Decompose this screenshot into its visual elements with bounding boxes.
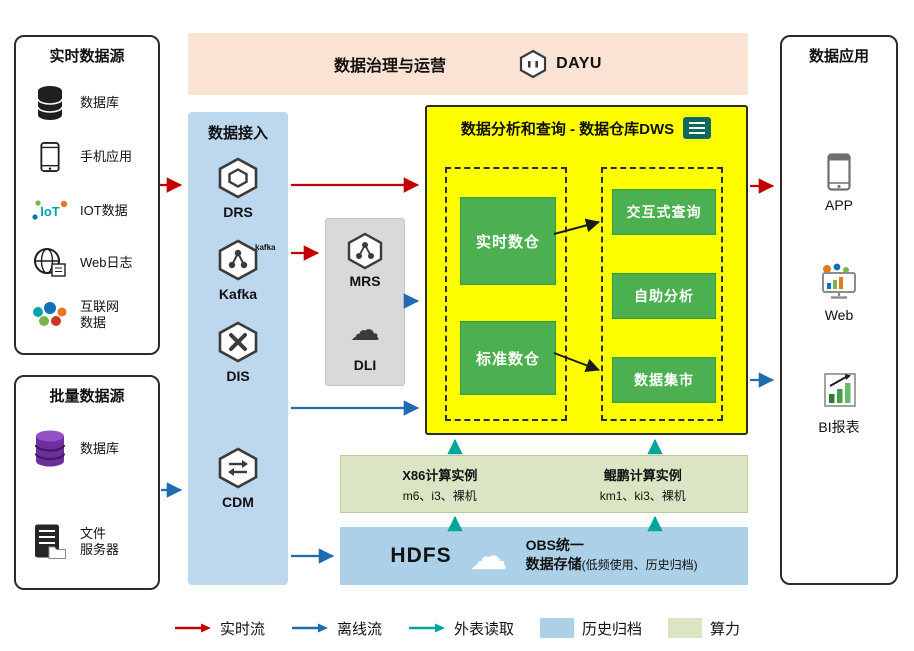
database-icon	[28, 84, 72, 122]
list-item: IoT IOT数据	[28, 189, 152, 233]
dws-title-row: 数据分析和查询 - 数据仓库DWS	[427, 116, 746, 140]
bi-report-icon	[782, 371, 896, 409]
source-label: 文件 服务器	[80, 525, 120, 557]
source-label: 数据库	[80, 440, 120, 456]
applications-title: 数据应用	[808, 48, 869, 65]
legend-realtime: 实时流	[174, 618, 265, 639]
legend-archive: 历史归档	[540, 618, 642, 639]
source-label: 互联网 数据	[80, 298, 120, 330]
batch-sources-panel: 批量数据源 数据库	[14, 375, 160, 590]
list-item: 文件 服务器	[28, 510, 152, 574]
web-label: Web	[824, 307, 854, 323]
governance-title: 数据治理与运营	[334, 58, 447, 75]
ingestion-item-cdm: CDM	[222, 494, 254, 510]
standard-warehouse-box: 标准数仓	[460, 321, 556, 395]
dayu-label: DAYU	[556, 55, 602, 72]
archive-swatch	[540, 618, 574, 638]
dis-icon	[188, 320, 288, 364]
teal-arrow-icon	[408, 623, 445, 633]
kunpeng-title: 鲲鹏计算实例	[603, 467, 682, 483]
obs-cloud-icon: ☁	[469, 534, 508, 578]
dws-panel: 数据分析和查询 - 数据仓库DWS 实时数仓 标准数仓 交互式查询 自助分析 数…	[425, 105, 748, 435]
middleware-item-mrs: MRS	[349, 273, 381, 289]
internet-data-icon	[28, 300, 72, 330]
realtime-warehouse-box: 实时数仓	[460, 197, 556, 285]
warehouse-group: 实时数仓 标准数仓	[445, 167, 567, 421]
list-item: Web日志	[28, 241, 152, 285]
source-label: 数据库	[80, 94, 120, 110]
x86-title: X86计算实例	[402, 467, 478, 483]
legend-realtime-label: 实时流	[219, 620, 265, 638]
interactive-query-box: 交互式查询	[612, 189, 716, 235]
cdm-icon	[188, 446, 288, 490]
obs-line2: 数据存储(低频使用、历史归档)	[526, 555, 698, 575]
legend: 实时流 离线流 外表读取 历史归档 算力	[0, 611, 914, 645]
ingestion-item-dis: DIS	[226, 368, 250, 384]
report-doc-icon	[683, 117, 712, 139]
drs-icon	[188, 156, 288, 200]
compute-panel: X86计算实例 m6、i3、裸机 鲲鹏计算实例 km1、ki3、裸机	[340, 455, 748, 513]
ingestion-panel: 数据接入 DRS kafka Kafka	[188, 112, 288, 585]
x86-spec: m6、i3、裸机	[402, 488, 477, 503]
kafka-logo: kafka	[255, 243, 276, 252]
dli-cloud-icon: ☁	[350, 313, 380, 348]
source-label: Web日志	[80, 254, 133, 270]
legend-compute: 算力	[668, 618, 740, 639]
realtime-sources-title: 实时数据源	[49, 48, 125, 65]
file-server-icon	[28, 523, 72, 561]
mobile-app-icon	[28, 140, 72, 174]
compute-swatch	[668, 618, 703, 638]
obs-note: (低频使用、历史归档)	[581, 557, 698, 572]
governance-banner: 数据治理与运营 DAYU	[188, 33, 748, 95]
app-icon	[782, 153, 896, 191]
ingestion-item-drs: DRS	[223, 204, 253, 220]
ingestion-title: 数据接入	[207, 125, 268, 142]
web-log-icon	[28, 247, 72, 279]
middleware-item-dli: DLI	[353, 357, 377, 373]
data-mart-box: 数据集市	[612, 357, 716, 403]
legend-offline-label: 离线流	[336, 620, 382, 638]
legend-compute-label: 算力	[710, 620, 741, 638]
app-label: APP	[824, 197, 853, 213]
list-item: 数据库	[28, 81, 152, 125]
service-group: 交互式查询 自助分析 数据集市	[601, 167, 723, 421]
dws-title: 数据分析和查询 - 数据仓库DWS	[460, 120, 675, 138]
kafka-icon	[188, 238, 288, 282]
x86-compute: X86计算实例 m6、i3、裸机	[402, 465, 477, 504]
list-item: 手机应用	[28, 135, 152, 179]
batch-sources-title: 批量数据源	[49, 388, 125, 405]
kunpeng-compute: 鲲鹏计算实例 km1、ki3、裸机	[600, 465, 686, 504]
legend-external-label: 外表读取	[453, 620, 514, 638]
red-arrow-icon	[174, 623, 211, 633]
obs-text: OBS统一 数据存储(低频使用、历史归档)	[526, 537, 698, 575]
list-item: 互联网 数据	[28, 293, 152, 337]
obs-line1: OBS统一	[525, 537, 584, 554]
ingestion-item-kafka: Kafka	[218, 286, 258, 302]
database-purple-icon	[28, 428, 72, 470]
legend-offline: 离线流	[291, 618, 382, 639]
storage-panel: HDFS ☁ OBS统一 数据存储(低频使用、历史归档)	[340, 527, 748, 585]
web-icon	[782, 263, 896, 301]
dayu-logo: DAYU	[518, 49, 602, 79]
obs-line2-title: 数据存储	[525, 555, 582, 572]
list-item: 数据库	[28, 417, 152, 481]
realtime-sources-panel: 实时数据源 数据库 手机应用	[14, 35, 160, 355]
mrs-icon	[326, 231, 404, 271]
bi-report-label: BI报表	[818, 419, 860, 435]
iot-icon: IoT	[28, 196, 72, 226]
hdfs-label: HDFS	[390, 544, 452, 567]
source-label: 手机应用	[80, 148, 133, 164]
iot-badge: IoT	[40, 204, 60, 219]
dayu-icon	[519, 49, 547, 79]
legend-external: 外表读取	[408, 618, 514, 639]
applications-panel: 数据应用 APP Web	[780, 35, 898, 585]
blue-arrow-icon	[291, 623, 328, 633]
kunpeng-spec: km1、ki3、裸机	[599, 488, 686, 503]
middleware-panel: MRS ☁ DLI	[325, 218, 405, 386]
source-label: IOT数据	[80, 202, 128, 218]
self-service-analysis-box: 自助分析	[612, 273, 716, 319]
legend-archive-label: 历史归档	[582, 620, 643, 638]
